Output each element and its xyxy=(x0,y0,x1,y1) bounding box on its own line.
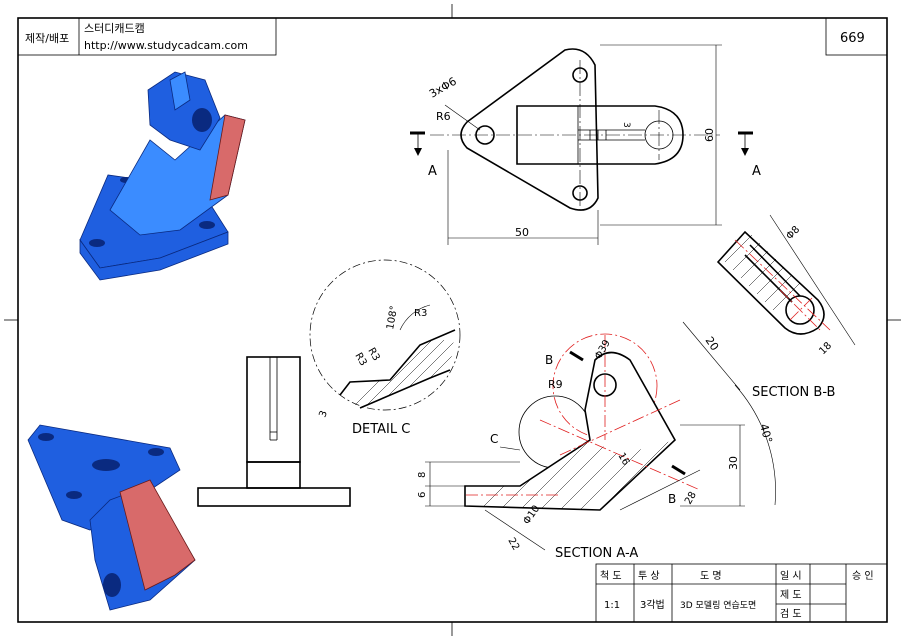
iso-model-top xyxy=(79,71,246,281)
company-url[interactable]: http://www.studycadcam.com xyxy=(84,39,248,52)
maker-label: 제작/배포 xyxy=(25,32,69,45)
section-aa-label: SECTION A-A xyxy=(555,546,638,561)
dim-r6: R6 xyxy=(436,110,451,123)
dim-slot-3: 3 xyxy=(621,122,631,128)
header-box: 제작/배포 스터디캐드캠 http://www.studycadcam.com xyxy=(17,17,277,56)
section-mark-b-1: B xyxy=(545,353,553,367)
iso-model-bottom xyxy=(27,424,196,611)
dim-8: 8 xyxy=(417,472,428,478)
detail-c: 108° R3 R3 R3 3 DETAIL C xyxy=(309,259,461,437)
tb-drafted-label: 제 도 xyxy=(780,589,802,601)
section-bb: Φ8 18 SECTION B-B xyxy=(716,214,856,400)
front-view xyxy=(197,356,351,507)
dim-30: 30 xyxy=(727,456,740,470)
sheet-number: 669 xyxy=(840,31,865,46)
section-bb-label: SECTION B-B xyxy=(752,385,835,400)
dim-d8: Φ8 xyxy=(784,224,802,242)
tb-scale-label: 척 도 xyxy=(600,570,622,582)
top-view: A A 50 60 3 3xΦ6 R6 xyxy=(410,44,761,245)
tb-projection-value: 3각법 xyxy=(640,599,665,611)
tb-approve-label: 승 인 xyxy=(852,570,874,582)
detail-r3-top: R3 xyxy=(414,308,427,319)
detail-ref-c: C xyxy=(490,432,498,446)
dim-6: 6 xyxy=(417,492,428,498)
dim-18: 18 xyxy=(817,340,834,357)
detail-angle-108: 108° xyxy=(385,305,400,331)
section-mark-a-right: A xyxy=(752,164,761,179)
tb-scale-value: 1:1 xyxy=(604,600,620,611)
tb-checked-label: 검 도 xyxy=(780,608,802,620)
detail-r3-left1: R3 xyxy=(352,351,368,368)
dim-20: 20 xyxy=(703,334,722,353)
tb-date-label: 일 시 xyxy=(780,570,802,582)
dim-40deg: 40° xyxy=(757,422,775,444)
title-block: 척 도 투 상 도 명 일 시 승 인 1:1 3각법 3D 모델링 연습도면 … xyxy=(595,563,888,623)
detail-c-label: DETAIL C xyxy=(352,422,410,437)
company-name: 스터디캐드캠 xyxy=(84,22,145,35)
tb-projection-label: 투 상 xyxy=(638,570,660,582)
sheet-number-box: 669 xyxy=(825,17,888,56)
dim-r9: R9 xyxy=(548,378,563,391)
dim-22: 22 xyxy=(505,536,521,553)
tb-drawing-name: 3D 모델링 연습도면 xyxy=(680,599,756,611)
section-mark-b-2: B xyxy=(668,492,676,506)
detail-thick-3: 3 xyxy=(317,409,330,419)
dim-28: 28 xyxy=(683,490,699,507)
dim-height-60: 60 xyxy=(703,128,716,142)
section-mark-a-left: A xyxy=(428,164,437,179)
dim-holes-3xd6: 3xΦ6 xyxy=(427,75,459,101)
tb-drawing-label: 도 명 xyxy=(700,570,722,582)
dim-width-50: 50 xyxy=(515,226,529,239)
section-aa: B B C Φ39 R9 20 40° 30 16 28 Φ10 22 8 6 … xyxy=(417,321,776,561)
